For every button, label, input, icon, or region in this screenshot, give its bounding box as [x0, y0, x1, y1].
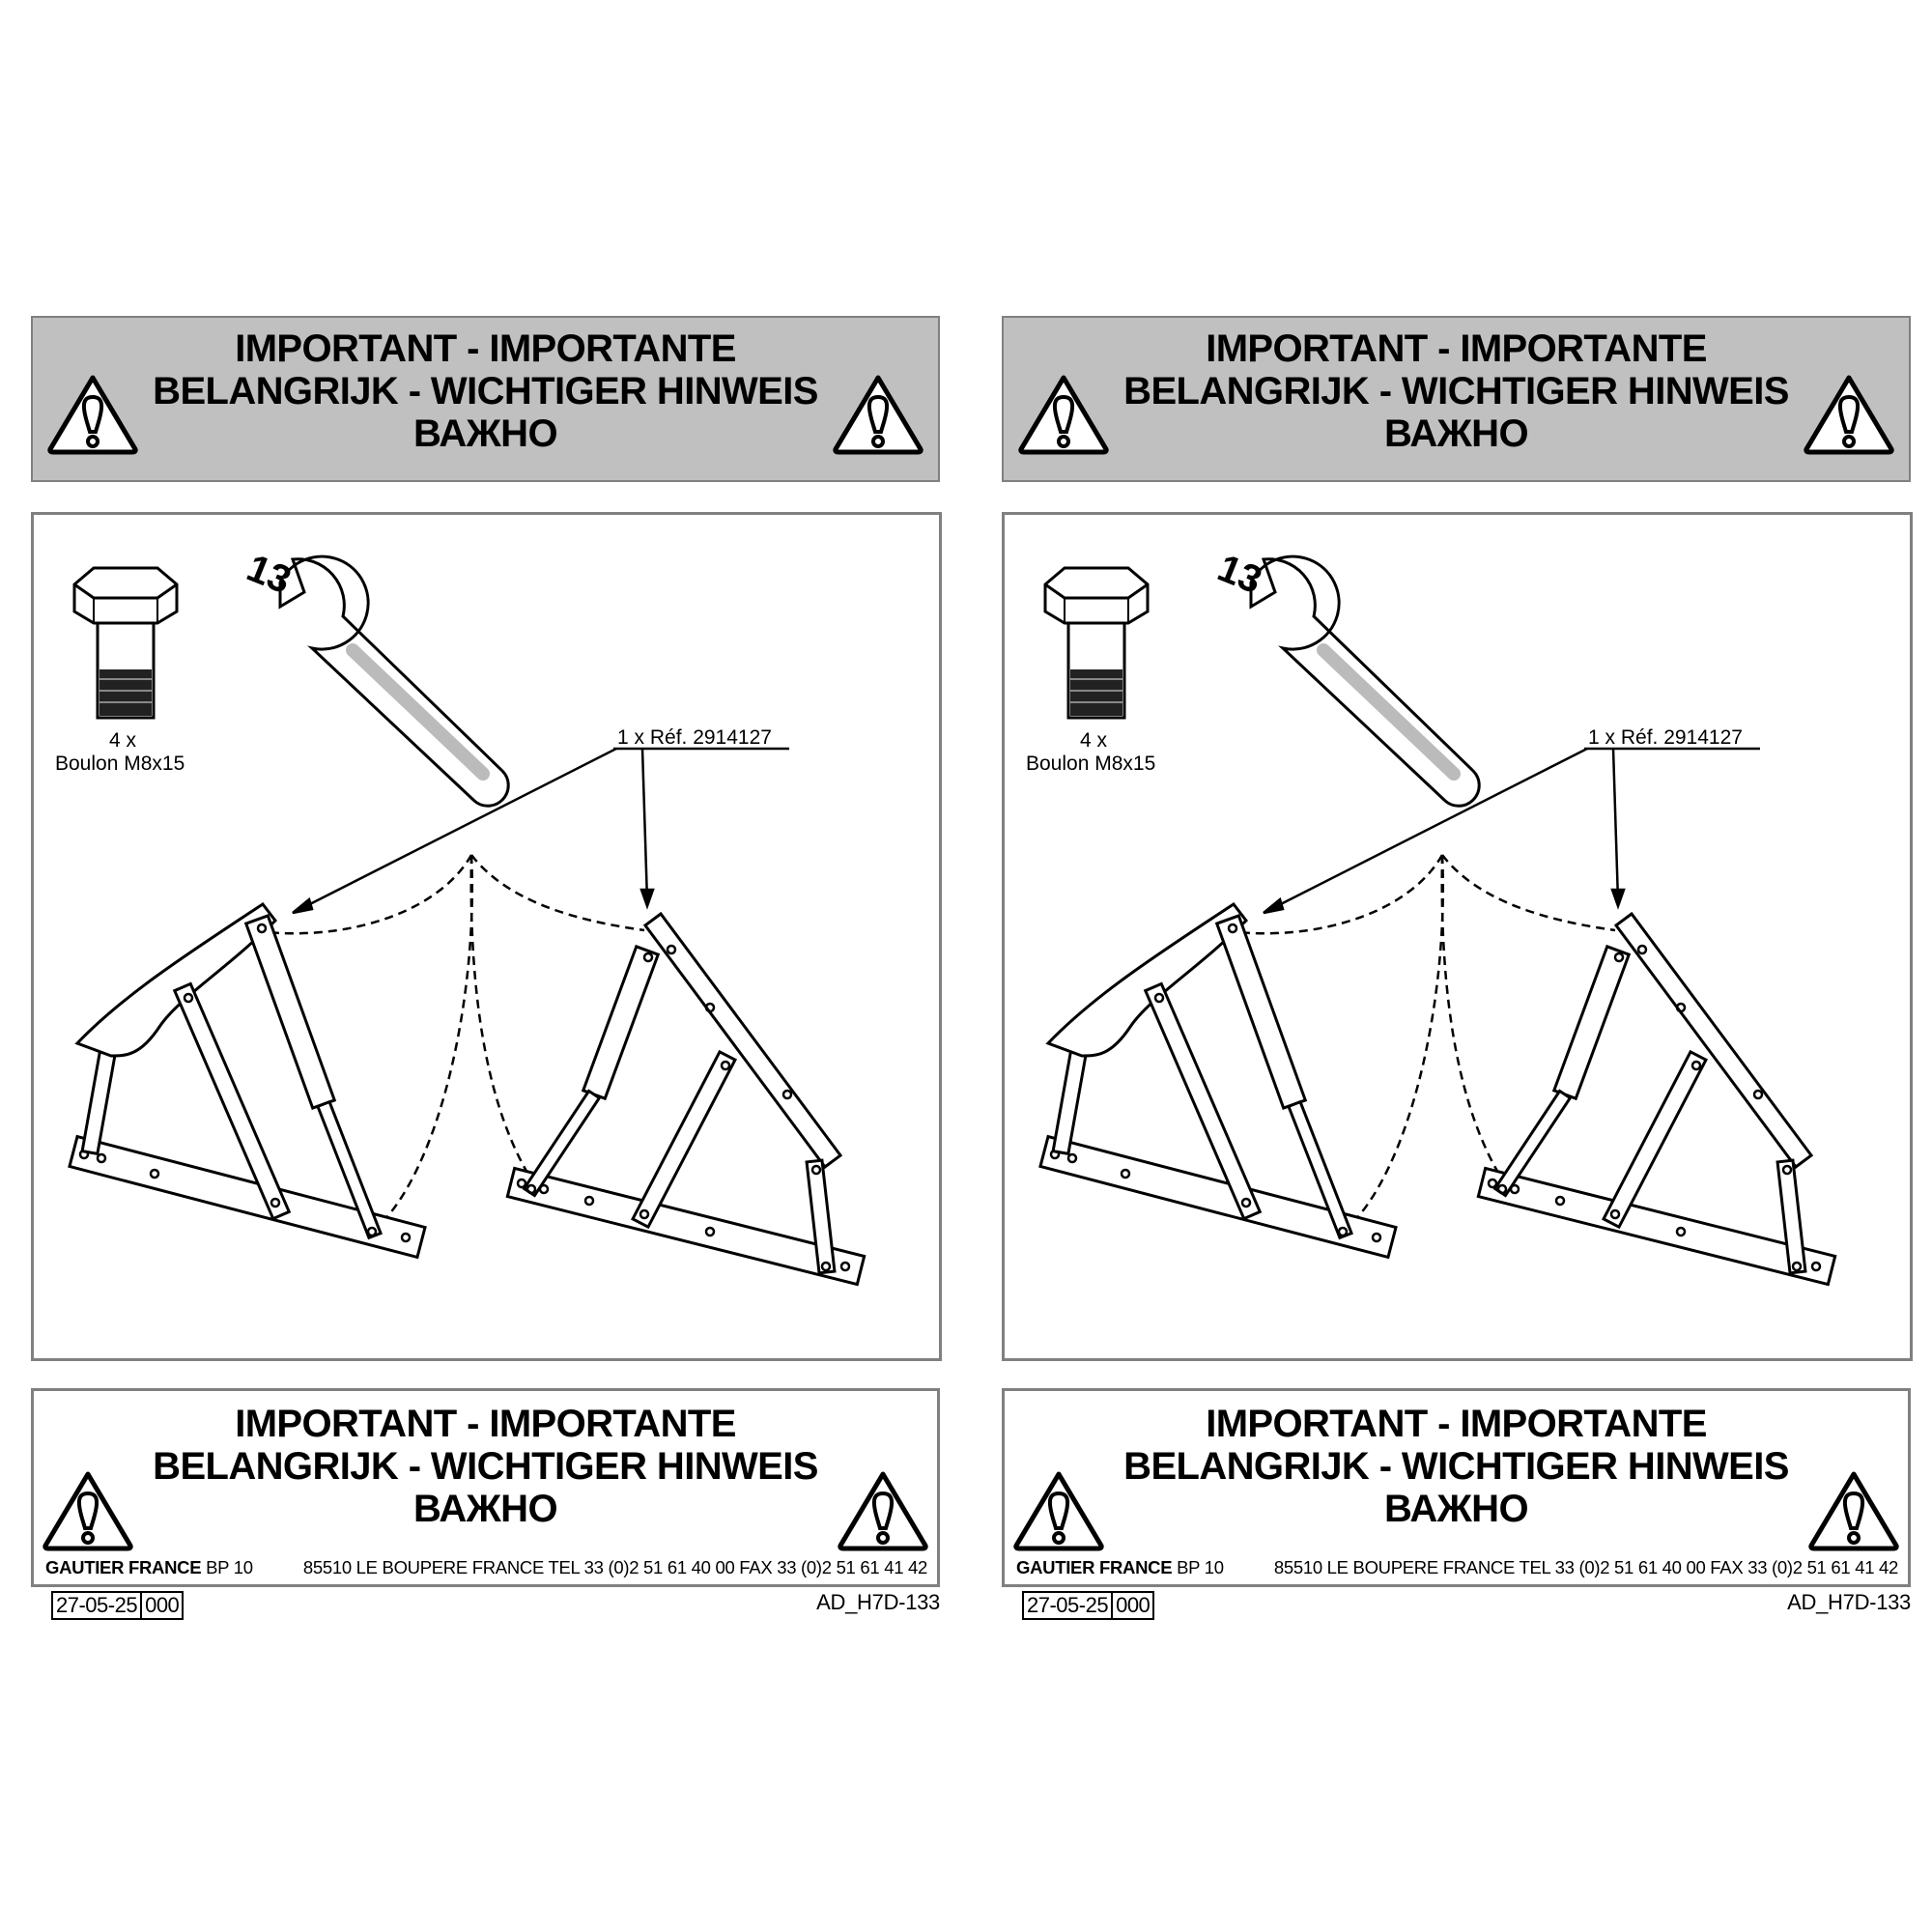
warning-triangle-icon	[838, 1471, 928, 1551]
bolt-quantity-label: 4 x	[109, 729, 137, 752]
title-line-3: ВАЖНО	[413, 1488, 558, 1530]
revision-code: 000	[140, 1593, 182, 1618]
wrench-icon	[278, 554, 510, 808]
company-name: GAUTIER FRANCE	[45, 1557, 202, 1577]
warning-triangle-icon	[1013, 1471, 1104, 1551]
po-box: BP 10	[1177, 1557, 1224, 1577]
warning-triangle-icon	[47, 375, 138, 455]
bolt-name-label: Boulon M8x15	[1026, 753, 1156, 775]
title-line-3: ВАЖНО	[1384, 1488, 1529, 1530]
date-code: 27-05-25	[56, 1593, 138, 1617]
wrench-icon	[1249, 554, 1481, 808]
warning-triangle-icon	[1018, 375, 1109, 455]
bed-lift-mechanism-left	[1038, 901, 1398, 1260]
title-line-1: IMPORTANT - IMPORTANTE	[1206, 1403, 1707, 1445]
leader-lines	[1263, 747, 1760, 915]
title-line-2: BELANGRIJK - WICHTIGER HINWEIS	[153, 370, 818, 412]
bolt-icon	[1043, 566, 1150, 720]
address-contact: 85510 LE BOUPERE FRANCE TEL 33 (0)2 51 6…	[1273, 1557, 1898, 1577]
warning-triangle-icon	[43, 1471, 133, 1551]
po-box: BP 10	[206, 1557, 253, 1577]
bed-lift-mechanism-right	[505, 911, 867, 1287]
part-reference-label: 1 x Réf. 2914127	[617, 726, 772, 749]
title-line-1: IMPORTANT - IMPORTANTE	[235, 1403, 736, 1445]
title-line-1: IMPORTANT - IMPORTANTE	[1206, 327, 1707, 370]
date-code: 27-05-25	[1027, 1593, 1109, 1617]
bed-lift-mechanism-right	[1476, 911, 1837, 1287]
bolt-icon	[72, 566, 179, 720]
company-name: GAUTIER FRANCE	[1016, 1557, 1173, 1577]
title-line-2: BELANGRIJK - WICHTIGER HINWEIS	[153, 1445, 818, 1488]
part-reference-label: 1 x Réf. 2914127	[1588, 726, 1743, 749]
motion-arcs	[265, 854, 645, 1231]
leader-lines	[292, 747, 789, 915]
warning-triangle-icon	[1804, 375, 1894, 455]
company-address: GAUTIER FRANCE BP 10 85510 LE BOUPERE FRA…	[45, 1557, 927, 1578]
revision-code: 000	[1111, 1593, 1152, 1618]
title-line-2: BELANGRIJK - WICHTIGER HINWEIS	[1123, 370, 1789, 412]
company-address: GAUTIER FRANCE BP 10 85510 LE BOUPERE FRA…	[1016, 1557, 1898, 1578]
address-contact: 85510 LE BOUPERE FRANCE TEL 33 (0)2 51 6…	[302, 1557, 927, 1577]
motion-arcs	[1236, 854, 1616, 1231]
title-line-1: IMPORTANT - IMPORTANTE	[235, 327, 736, 370]
warning-triangle-icon	[833, 375, 923, 455]
bolt-quantity-label: 4 x	[1080, 729, 1108, 752]
bolt-name-label: Boulon M8x15	[55, 753, 185, 775]
bed-lift-mechanism-left	[68, 901, 427, 1260]
title-line-3: ВАЖНО	[1384, 412, 1529, 455]
title-line-3: ВАЖНО	[413, 412, 558, 455]
document-reference: AD_H7D-133	[1787, 1590, 1911, 1614]
warning-triangle-icon	[1808, 1471, 1899, 1551]
title-line-2: BELANGRIJK - WICHTIGER HINWEIS	[1123, 1445, 1789, 1488]
document-reference: AD_H7D-133	[816, 1590, 940, 1614]
